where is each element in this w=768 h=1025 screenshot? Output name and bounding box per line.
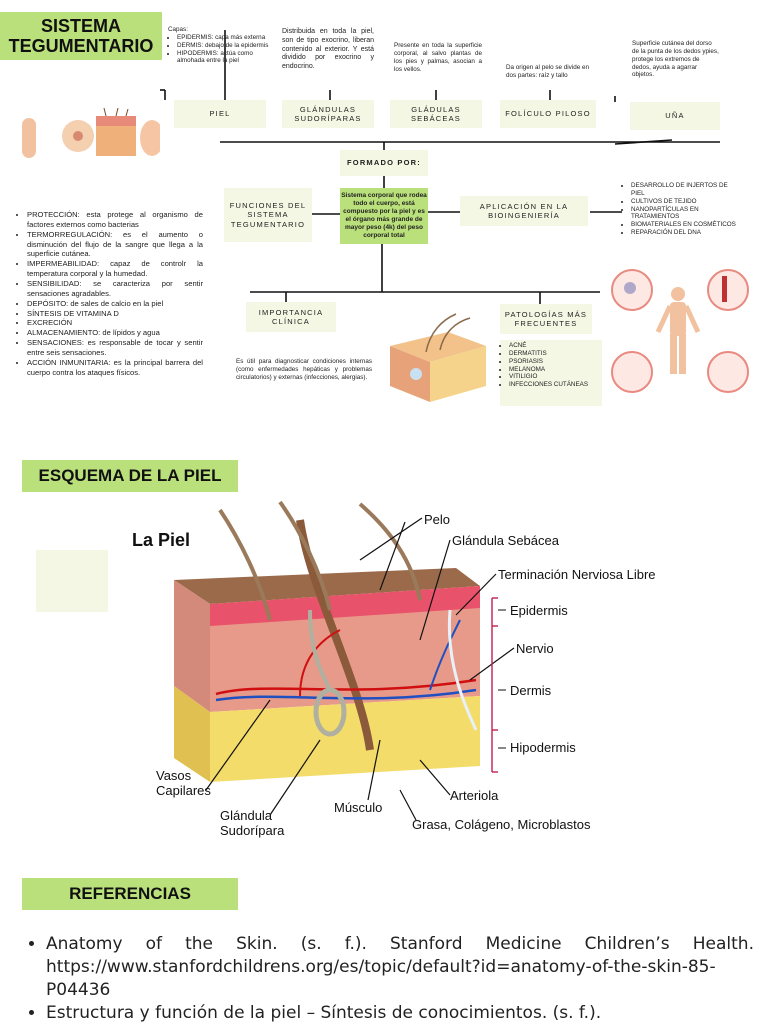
label-musculo: Músculo — [334, 800, 383, 815]
label-terminacion: Terminación Nerviosa Libre — [498, 567, 656, 582]
capas-title: Capas: — [168, 26, 188, 33]
label-dermis: Dermis — [510, 683, 552, 698]
referencias-title: REFERENCIAS — [22, 878, 238, 910]
diagram-leader-lines — [205, 517, 515, 821]
una-note: Superficie cutánea del dorso de la punta… — [632, 40, 719, 79]
placeholder-box — [36, 550, 108, 612]
page-title: SISTEMA TEGUMENTARIO — [0, 12, 162, 60]
label-vasos: Vasos — [156, 768, 192, 783]
funcion-item: ALMACENAMIENTO: de lípidos y agua — [27, 328, 203, 338]
sudoriparas-note: Distribuida en toda la piel, son de tipo… — [282, 28, 374, 70]
node-patologias: PATOLOGÍAS MÁS FRECUENTES — [500, 304, 592, 334]
funcion-item: SENSACIONES: es responsable de tocar y s… — [27, 338, 203, 358]
bio-item: BIOMATERIALES EN COSMÉTICOS — [631, 221, 740, 229]
patologia-item: PSORIASIS — [509, 358, 602, 366]
skin-block-illustration — [390, 313, 486, 402]
bio-item: CULTIVOS DE TEJIDO — [631, 198, 740, 206]
funcion-item: TERMORREGULACIÓN: es el aumento o dismin… — [27, 230, 203, 260]
importancia-text: Es útil para diagnosticar condiciones in… — [236, 358, 372, 381]
node-central: Sistema corporal que rodea todo el cuerp… — [340, 188, 428, 244]
diagram-title: La Piel — [132, 530, 191, 550]
funcion-item: SÍNTESIS DE VITAMINA D — [27, 309, 203, 319]
concept-map-connectors — [160, 30, 720, 304]
bioingenieria-list: DESARROLLO DE INJERTOS DE PIEL CULTIVOS … — [622, 182, 740, 237]
node-una: UÑA — [630, 102, 720, 130]
capa-item: HIPODERMIS: actúa como almohada entre la… — [177, 50, 270, 66]
label-nervio: Nervio — [516, 641, 554, 656]
reference-item: Estructura y función de la piel – Síntes… — [46, 1002, 754, 1025]
label-glandula-sud-1: Glándula — [220, 808, 273, 823]
reference-item: Anatomy of the Skin. (s. f.). Stanford M… — [46, 933, 754, 1002]
patologias-list: ACNÉ DERMATITIS PSORIASIS MELANOMA VITIL… — [500, 340, 602, 406]
foliculo-note: Da origen al pelo se divide en dos parte… — [506, 64, 589, 79]
funcion-item: PROTECCIÓN: esta protege al organismo de… — [27, 210, 203, 230]
funcion-item: EXCRECIÓN — [27, 318, 203, 328]
patologia-item: MELANOMA — [509, 366, 602, 374]
bio-item: DESARROLLO DE INJERTOS DE PIEL — [631, 182, 740, 198]
node-foliculo: FOLÍCULO PILOSO — [500, 100, 596, 128]
label-glandula-sud-2: Sudorípara — [220, 823, 285, 838]
body-pathology-illustration — [611, 269, 749, 393]
funcion-item: DEPÓSITO: de sales de calcio en la piel — [27, 299, 203, 309]
patologia-item: DERMATITIS — [509, 350, 602, 358]
node-glandulas-sudoriparas: GLÁNDULAS SUDORÍPARAS — [282, 100, 374, 128]
node-formado: FORMADO POR: — [340, 150, 428, 176]
patologia-item: INFECCIONES CUTÁNEAS — [509, 381, 602, 389]
funcion-item: IMPERMEABILIDAD: capaz de controlr la te… — [27, 259, 203, 279]
skin-diagram — [174, 500, 480, 782]
sebaceas-note: Presente en toda la superficie corporal,… — [394, 42, 482, 73]
node-glandulas-sebaceas: GLÁDULAS SEBÁCEAS — [390, 100, 482, 128]
funcion-item: ACCIÓN INMUNITARIA: es la principal barr… — [27, 358, 203, 378]
capa-item: EPIDERMIS: capa más externa — [177, 34, 270, 42]
references-list: Anatomy of the Skin. (s. f.). Stanford M… — [32, 933, 754, 1025]
capa-item: DERMIS: debajo de la epidermis — [177, 42, 270, 50]
node-piel: PIEL — [174, 100, 266, 128]
skin-illustrations — [22, 108, 160, 158]
label-hipodermis: Hipodermis — [510, 740, 576, 755]
node-aplicacion: APLICACIÓN EN LA BIOINGENIERÍA — [460, 196, 588, 226]
bio-item: REPARACIÓN DEL DNA — [631, 229, 740, 237]
patologia-item: VITILIGIO — [509, 373, 602, 381]
patologia-item: ACNÉ — [509, 342, 602, 350]
funcion-item: SENSIBILIDAD: se caracteriza por sentir … — [27, 279, 203, 299]
label-capilares: Capilares — [156, 783, 211, 798]
label-epidermis: Epidermis — [510, 603, 568, 618]
funciones-list: PROTECCIÓN: esta protege al organismo de… — [18, 210, 203, 378]
label-glandula-sebacea: Glándula Sebácea — [452, 533, 559, 548]
label-grasa: Grasa, Colágeno, Microblastos — [412, 817, 591, 832]
label-arteriola: Arteriola — [450, 788, 499, 803]
node-importancia: IMPORTANCIA CLÍNICA — [246, 302, 336, 332]
esquema-title: ESQUEMA DE LA PIEL — [22, 460, 238, 492]
piel-capas-note: Capas: EPIDERMIS: capa más externa DERMI… — [168, 26, 270, 65]
bio-item: NANOPARTÍCULAS EN TRATAMIENTOS — [631, 206, 740, 222]
node-funciones: FUNCIONES DEL SISTEMA TEGUMENTARIO — [224, 188, 312, 242]
label-pelo: Pelo — [424, 512, 451, 527]
